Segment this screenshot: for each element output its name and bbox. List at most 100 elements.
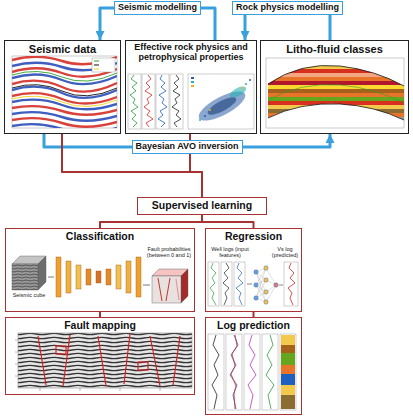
box-title: Seismic data [5,41,120,55]
log-prediction-tracks [244,334,260,410]
regression-illustration [264,290,268,294]
edge-label: Seismic modelling [114,1,201,15]
regression-illustration [279,285,283,286]
cnn-illustration [48,277,54,278]
figure-label: Well logs (input features) [207,246,253,258]
log-prediction-tracks [208,334,296,410]
log-prediction-tracks [208,334,224,410]
regression-illustration [247,284,252,285]
litho-fluid-section [266,101,404,105]
seismic-section [94,69,99,70]
cnn-illustration [166,278,170,301]
well-log-tracks [156,74,169,129]
cnn-illustration [181,269,188,303]
litho-fluid-section [266,117,404,122]
cnn-illustration [76,265,81,289]
cnn-illustration [116,265,121,289]
litho-fluid-section [266,97,404,101]
figure-label: Fault probabilities (between 0 and 1) [143,246,195,258]
well-log-tracks [158,75,167,127]
crossplot [206,94,239,118]
regression-illustration [274,283,278,287]
fault-map [150,336,160,386]
box-title: Supervised learning [152,200,252,212]
litho-fluid-section [266,93,404,97]
litho-fluid-section [268,65,404,86]
panel-box: Effective rock physics and petrophysical… [125,40,257,134]
well-log-tracks [128,74,183,129]
log-prediction-tracks [262,334,278,410]
regression-illustration [210,263,216,305]
log-prediction-tracks [280,334,296,410]
litho-fluid-section [266,60,404,122]
panel-box: Fault mapping [5,317,195,395]
litho-fluid-section [266,81,404,85]
log-prediction-tracks [230,335,238,409]
well-log-tracks [142,74,155,129]
seismic-section [12,112,117,121]
well-log-tracks [144,75,153,127]
fault-map [63,335,70,386]
cnn-illustration [56,257,141,297]
cnn-illustration [96,271,101,283]
crossplot [241,87,243,89]
seismic-section [12,56,117,128]
edge-label: Bayesian AVO inversion [132,140,243,154]
crossplot [209,109,211,111]
crossplot [188,74,254,129]
regression-illustration [223,263,229,305]
cnn-illustration [126,261,131,293]
log-prediction-tracks [281,335,295,345]
cnn-illustration [143,285,150,286]
litho-fluid-section [266,105,404,109]
box-title: Fault mapping [6,318,194,332]
well-log-tracks [130,75,138,127]
log-prediction-tracks [281,385,295,395]
panel-box: Regression [205,228,302,312]
litho-fluid-section [266,113,404,117]
seismic-section [12,124,117,128]
fault-map [15,364,18,365]
regression-illustration [256,280,266,298]
regression-illustration [208,262,219,306]
crossplot [191,77,194,79]
seismic-section [12,85,117,96]
log-prediction-tracks [281,374,295,385]
regression-illustration [264,300,268,304]
box-title: Regression [206,229,301,243]
log-prediction-tracks [212,335,219,409]
regression-illustration [254,270,258,274]
connector [202,215,254,228]
regression-illustration [208,262,298,306]
cnn-illustration [152,276,181,303]
crossplot [199,119,201,121]
box-title: Effective rock physics and petrophysical… [126,41,256,63]
litho-fluid-section [268,104,404,120]
seismic-section [12,106,117,115]
crossplot [204,115,206,117]
log-prediction-tracks [248,335,256,409]
fault-map [38,336,46,385]
log-prediction-tracks [266,335,274,409]
log-prediction-tracks [281,345,295,353]
fault-map [15,376,18,377]
log-prediction-tracks [226,334,242,410]
connector [100,215,202,228]
cnn-illustration [136,257,141,297]
cnn-illustration [56,257,61,297]
fault-map [56,346,66,354]
litho-fluid-section [266,60,404,65]
log-prediction-tracks [281,365,295,374]
fault-map [38,334,180,386]
cnn-illustration [158,278,162,301]
cnn-illustration [66,261,71,293]
regression-illustration [264,266,268,270]
crossplot [228,84,248,100]
seismic-section [12,93,117,103]
cnn-illustration [106,269,111,285]
panel-box: Litho-fluid classes [260,40,409,134]
regression-illustration [254,266,278,304]
fault-map [120,388,121,391]
cnn-illustration [38,256,46,290]
